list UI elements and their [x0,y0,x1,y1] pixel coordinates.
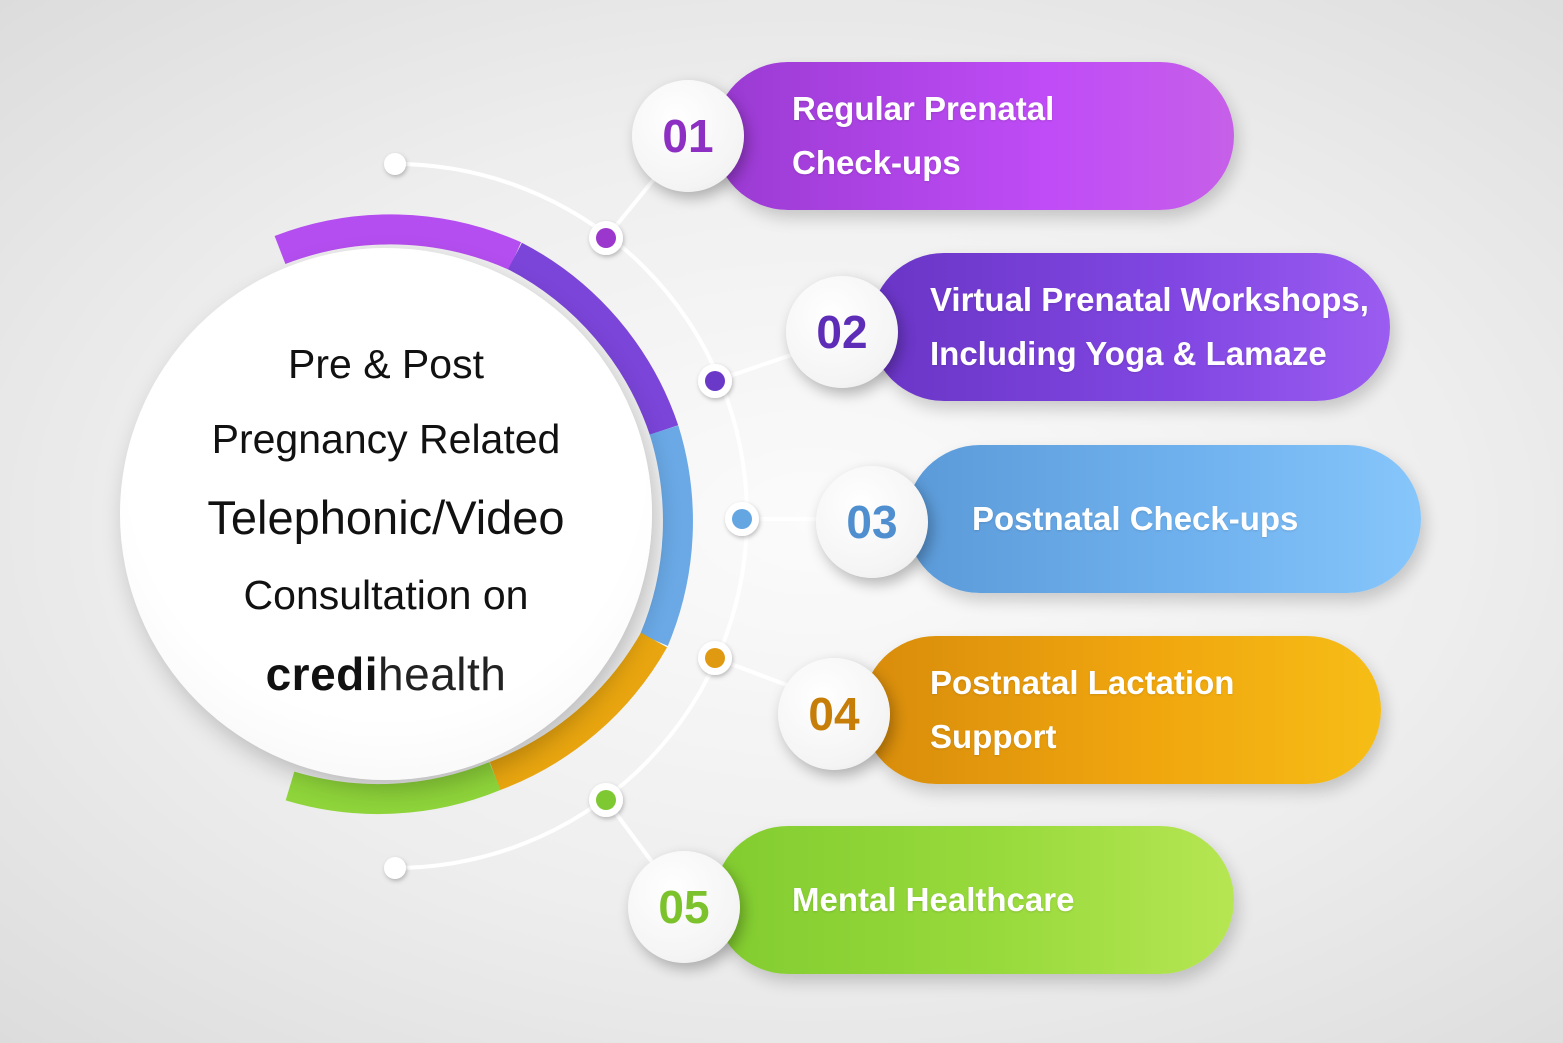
center-line-4: Consultation on [243,572,529,618]
item-4-line-1: Postnatal Lactation [930,664,1235,701]
connector-dot-3 [725,502,759,536]
item-pill-3: Postnatal Check-ups [906,445,1421,593]
center-line-1: Pre & Post [288,341,484,387]
brand-part-health: health [378,648,507,700]
center-circle: Pre & Post Pregnancy Related Telephonic/… [120,248,652,780]
item-number-5: 05 [628,851,740,963]
item-1-line-2: Check-ups [792,144,961,181]
item-pill-1: Regular Prenatal Check-ups [714,62,1234,210]
item-number-4: 04 [778,658,890,770]
item-4-line-2: Support [930,718,1057,755]
item-1-line-1: Regular Prenatal [792,90,1055,127]
item-number-3: 03 [816,466,928,578]
item-number-2: 02 [786,276,898,388]
end-dot-bottom [384,857,406,879]
connector-dot-1 [589,221,623,255]
item-5-line-1: Mental Healthcare [792,881,1075,918]
item-pill-2: Virtual Prenatal Workshops, Including Yo… [870,253,1390,401]
center-line-3: Telephonic/Video [207,491,565,544]
ring-segments [274,214,693,815]
item-3-line-1: Postnatal Check-ups [972,500,1299,537]
brand-part-credi: credi [265,648,379,700]
end-dot-top [384,153,406,175]
item-2-line-2: Including Yoga & Lamaze [930,335,1327,372]
center-line-2: Pregnancy Related [211,416,561,462]
connector-dot-2 [698,364,732,398]
connector-dot-4 [698,641,732,675]
item-pill-5: Mental Healthcare [714,826,1234,974]
connector-dot-5 [589,783,623,817]
item-pill-4: Postnatal Lactation Support [862,636,1381,784]
brand-logo: credihealth [266,647,507,701]
item-number-1: 01 [632,80,744,192]
item-2-line-1: Virtual Prenatal Workshops, [930,281,1369,318]
